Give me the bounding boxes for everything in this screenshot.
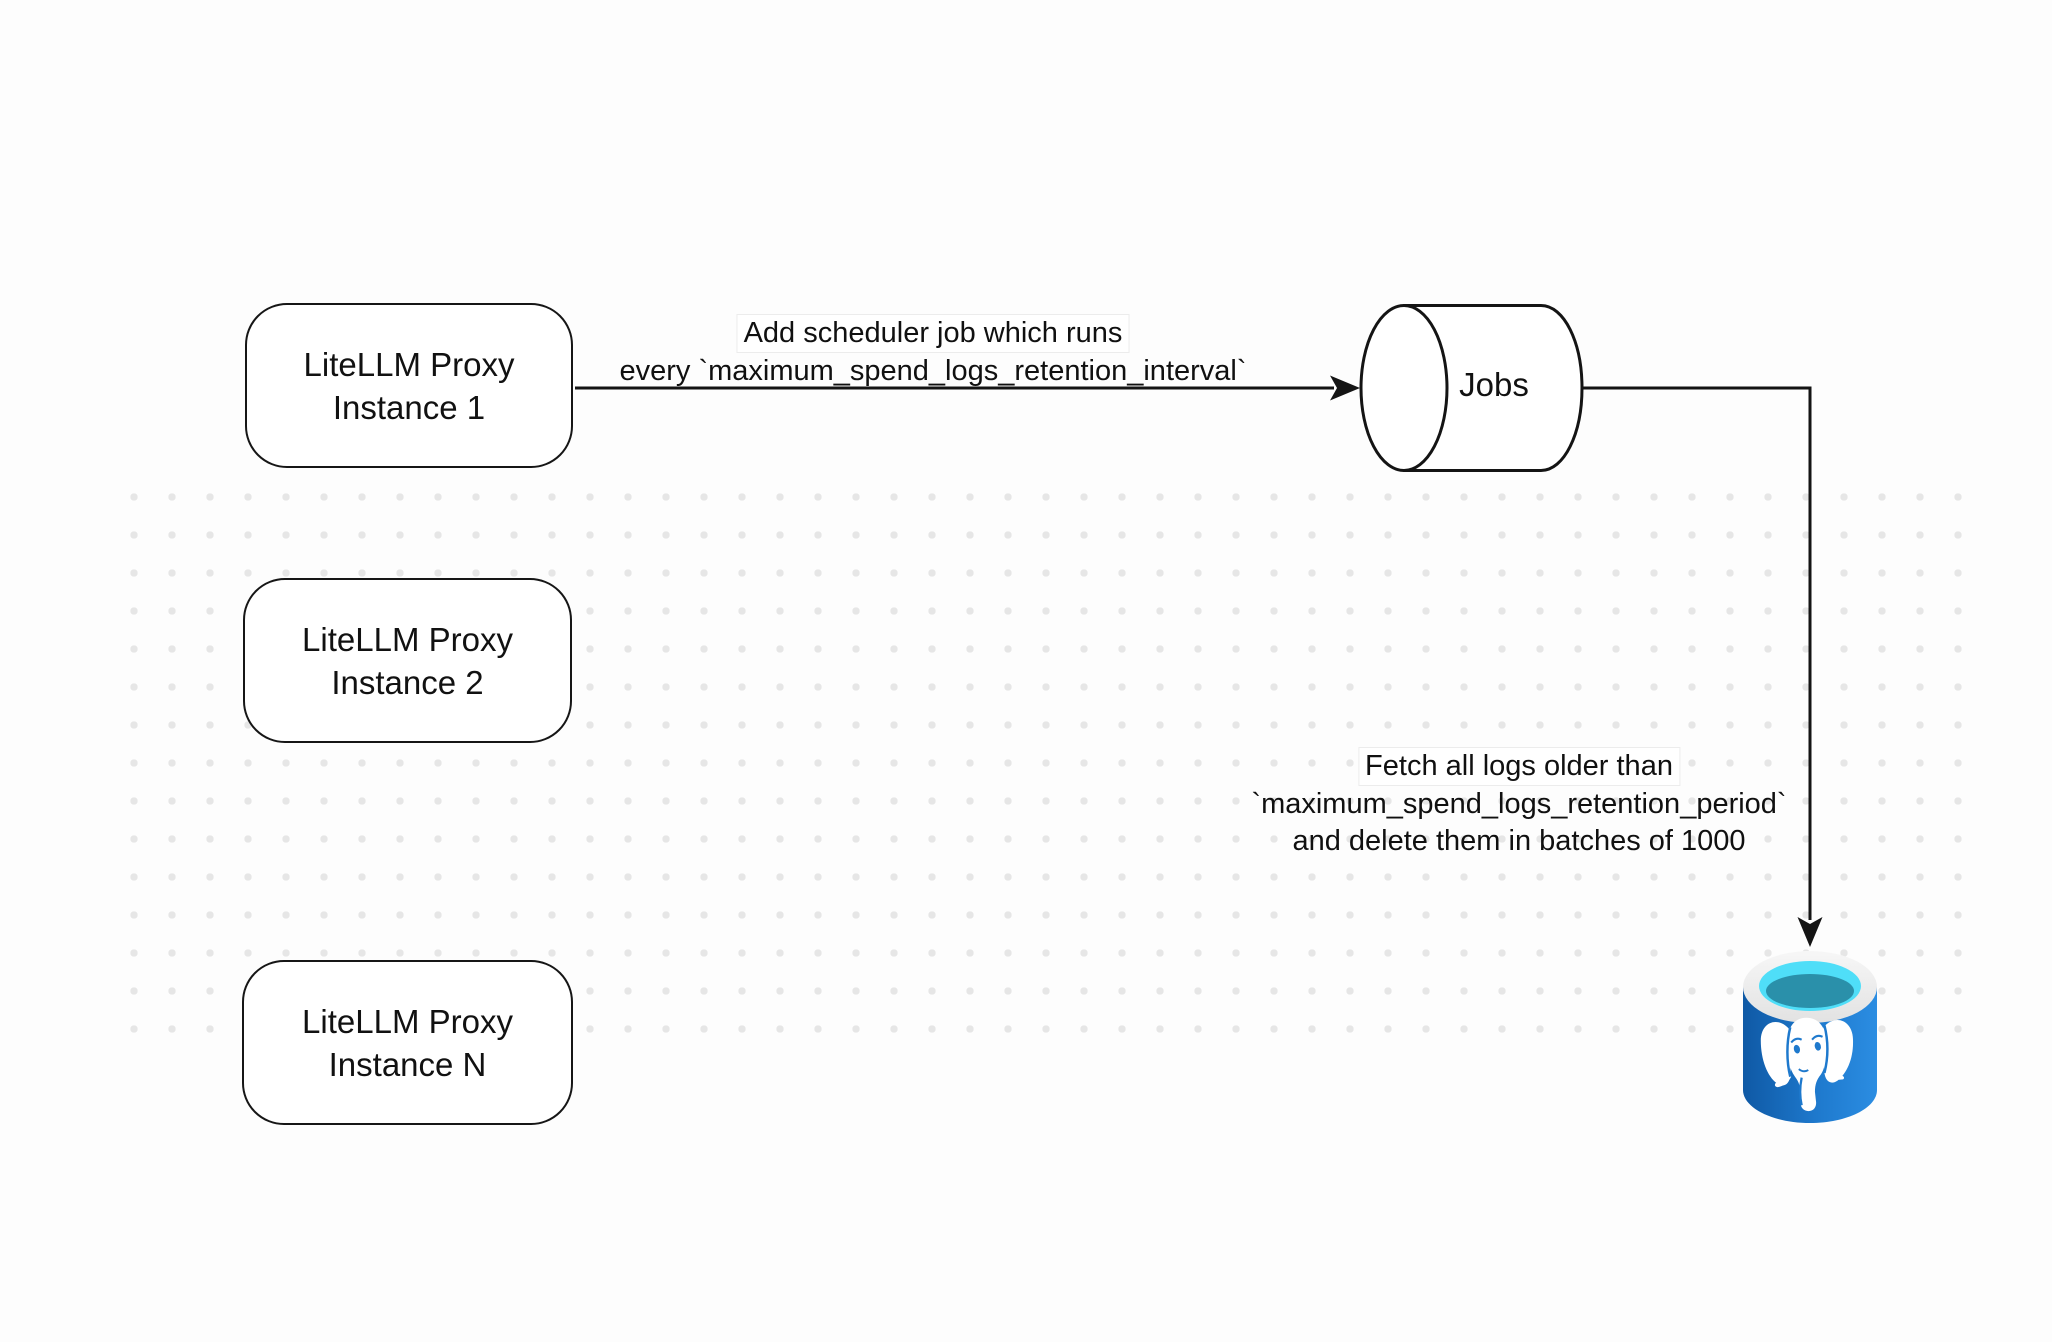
node-label-line: LiteLLM Proxy (302, 620, 513, 658)
edge-label-line: and delete them in batches of 1000 (1292, 825, 1746, 857)
node-litellm-proxy-instance-n: LiteLLM Proxy Instance N (242, 960, 573, 1125)
queue-cylinder-icon (1359, 304, 1584, 472)
edge-label-fetch-logs: Fetch all logs older than `maximum_spend… (1251, 747, 1787, 860)
edge-label-line: `maximum_spend_logs_retention_period` (1251, 788, 1787, 820)
edge-instance1-to-jobs (575, 375, 1360, 401)
edge-label-line: every `maximum_spend_logs_retention_inte… (619, 355, 1247, 387)
jobs-queue-label: Jobs (1459, 366, 1529, 403)
postgres-elephant-icon (1760, 1017, 1854, 1112)
edge-jobs-to-postgres (1582, 386, 1823, 947)
node-litellm-proxy-instance-2: LiteLLM Proxy Instance 2 (243, 578, 572, 743)
edge-label-add-scheduler-job: Add scheduler job which runs every `maxi… (619, 314, 1247, 390)
arrowhead-down-icon (1797, 917, 1823, 947)
node-label-line: Instance 1 (332, 388, 486, 426)
node-label-line: Instance 2 (331, 663, 484, 701)
postgresql-database-icon (1743, 951, 1877, 1123)
node-label-line: Instance N (328, 1045, 487, 1083)
node-litellm-proxy-instance-1: LiteLLM Proxy Instance 1 (245, 303, 573, 468)
arrowhead-right-icon (1330, 375, 1360, 401)
node-label-line: LiteLLM Proxy (303, 345, 515, 383)
node-label-line: LiteLLM Proxy (302, 1002, 513, 1040)
edge-label-line: Fetch all logs older than (1358, 747, 1680, 786)
edge-label-line: Add scheduler job which runs (736, 314, 1130, 353)
